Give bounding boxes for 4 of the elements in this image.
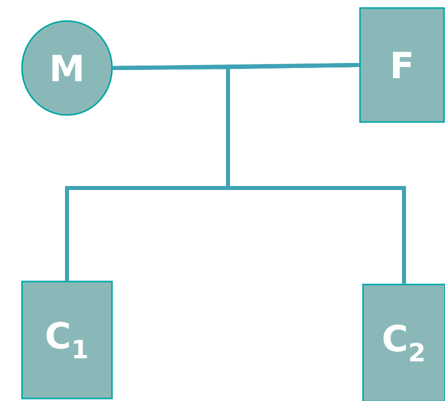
descent-line	[226, 63, 406, 284]
male-square: F	[359, 7, 445, 123]
child-square: C$_{1}$	[21, 280, 113, 400]
child-square: C$_{2}$	[362, 284, 445, 401]
